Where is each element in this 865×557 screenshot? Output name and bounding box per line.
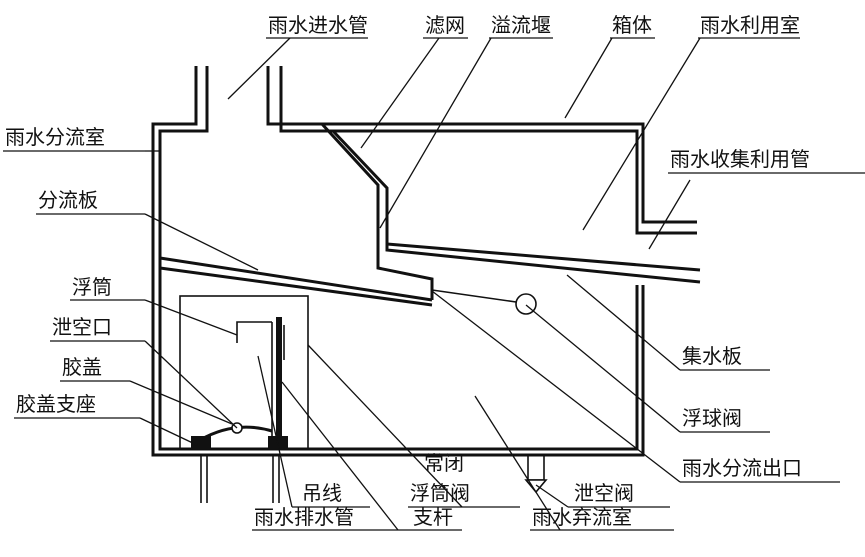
label-water-collecting-plate: 集水板 (682, 344, 742, 368)
label-utilization-room: 雨水利用室 (700, 13, 800, 37)
tank-top-wall-inner (279, 66, 697, 235)
label-discard-room: 雨水弃流室 (532, 505, 632, 529)
label-normally-closed-1: 常闭 (424, 451, 464, 475)
label-rubber-cap: 胶盖 (62, 355, 102, 379)
label-suspension-line: 吊线 (302, 481, 342, 505)
leader-lines (129, 37, 701, 531)
inlet-pipe-right-wall (158, 66, 639, 451)
water-collecting-plate-top (386, 242, 701, 272)
overflow-weir (320, 122, 434, 300)
support-rod (276, 317, 282, 440)
label-filter-screen: 滤网 (425, 13, 465, 37)
float-ball (515, 293, 537, 315)
diversion-plate-bottom (159, 266, 433, 307)
label-float-cylinder: 浮筒 (72, 275, 112, 299)
label-discharge-pipe: 雨水排水管 (254, 505, 354, 529)
label-rubber-cap-support: 胶盖支座 (16, 392, 96, 416)
tank-top-wall-outer (266, 66, 697, 224)
inlet-pipe-left-wall (151, 66, 645, 457)
label-drain-valve: 泄空阀 (574, 481, 634, 505)
label-support-rod: 支杆 (413, 505, 453, 529)
label-collection-pipe: 雨水收集利用管 (670, 147, 810, 171)
float-ball-arm (431, 289, 517, 303)
drain-valve-tip (524, 479, 548, 494)
labels: 雨水进水管 滤网 溢流堰 箱体 雨水利用室 雨水分流室 雨水收集利用管 分流板 … (3, 13, 865, 531)
float-cylinder (236, 321, 272, 343)
label-diversion-plate: 分流板 (38, 188, 98, 212)
label-inlet-pipe: 雨水进水管 (268, 13, 368, 37)
label-tank-body: 箱体 (612, 13, 652, 37)
rubber-cap-support-left (191, 436, 211, 449)
label-diversion-outlet: 雨水分流出口 (682, 456, 802, 480)
label-diversion-room: 雨水分流室 (5, 125, 105, 149)
label-float-ball-valve: 浮球阀 (682, 406, 742, 430)
label-drain-port: 泄空口 (52, 315, 112, 339)
label-normally-closed-2: 浮筒阀 (410, 481, 470, 505)
diversion-plate-top (159, 256, 433, 302)
drain-valve-body (527, 454, 545, 481)
tank-structure (151, 66, 701, 503)
label-overflow-weir: 溢流堰 (491, 13, 551, 37)
discard-chamber-box (179, 295, 309, 450)
overflow-weir-inner (331, 129, 701, 284)
